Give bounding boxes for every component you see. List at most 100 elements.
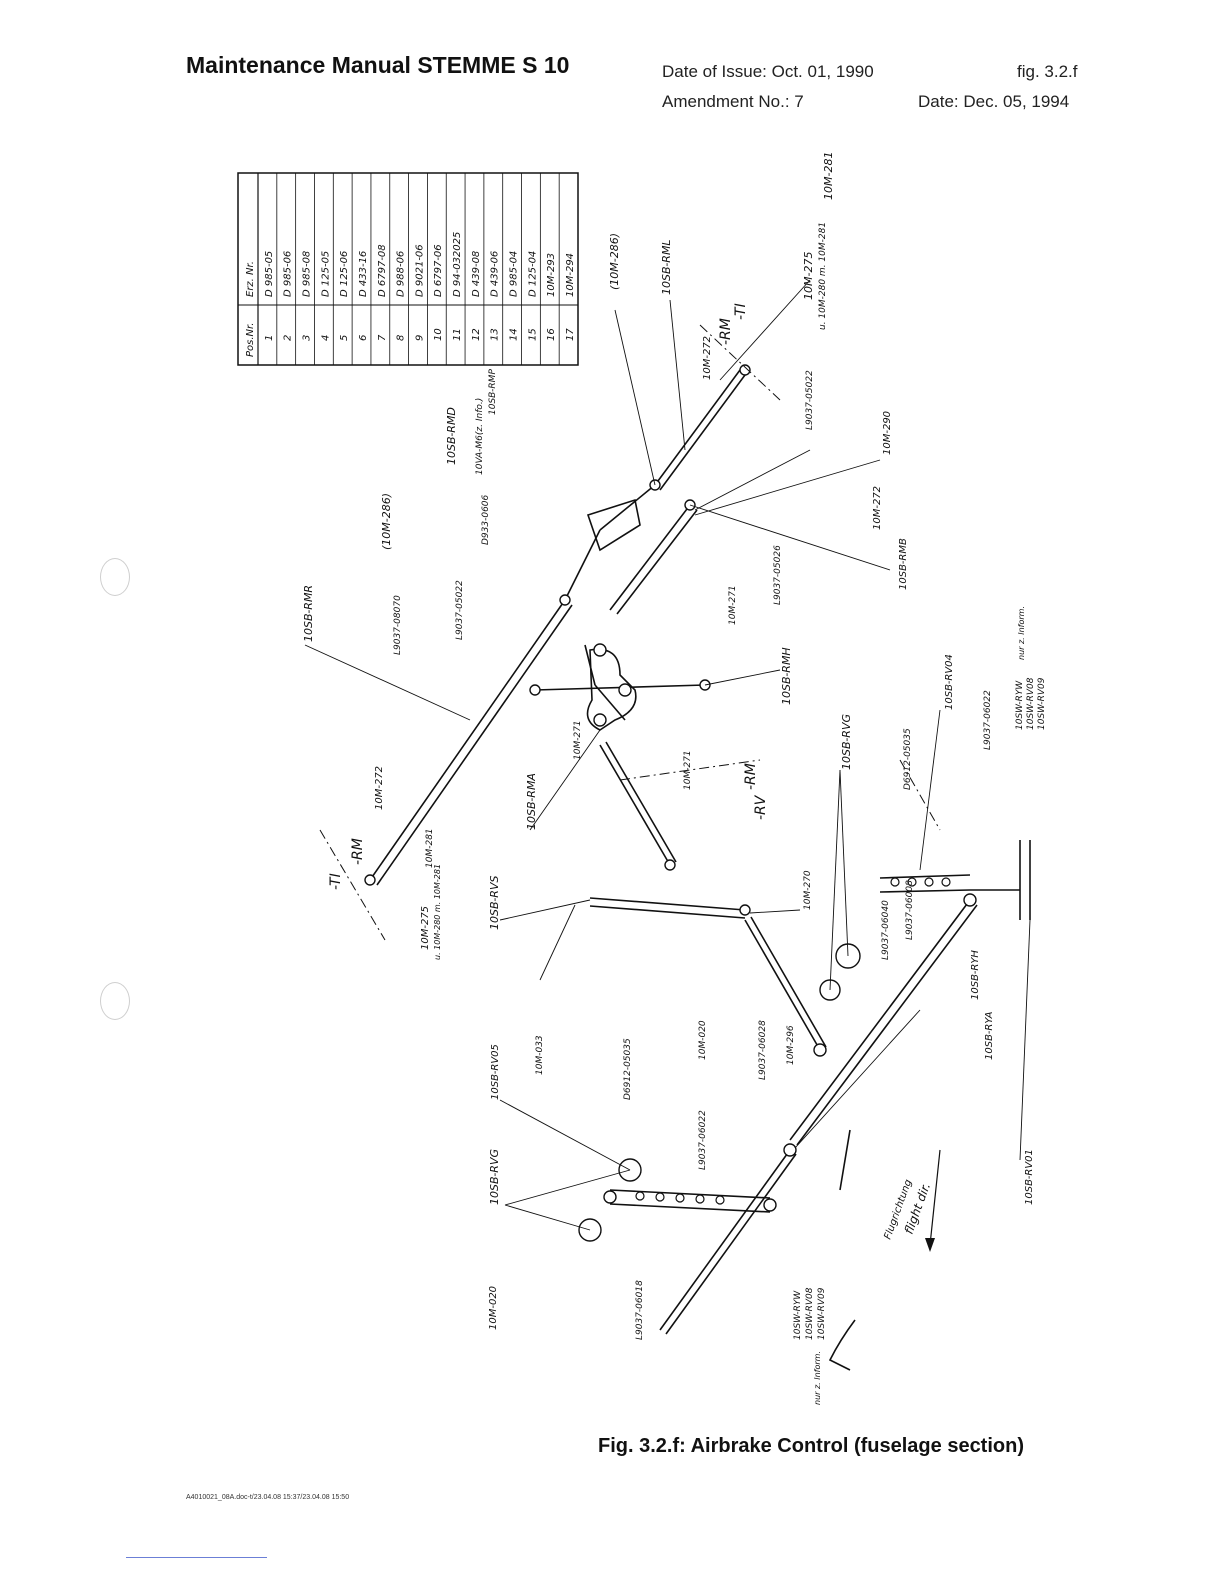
bellcranks: [586, 498, 856, 1371]
leader-lines: [304, 279, 1031, 1231]
label-info: 10VA-M6(z. Info.): [475, 398, 485, 475]
pivot-bolts: [364, 364, 977, 1242]
table-cell-part: D 439-08: [471, 251, 482, 297]
label-rml: 10SB-RML: [660, 239, 673, 295]
table-cell-pos: 6: [358, 335, 369, 341]
label-rv08: 10SW-RV08: [1026, 677, 1036, 730]
label-272top: 10M-272: [702, 336, 713, 380]
table-header-erz: Erz. Nr.: [245, 261, 256, 297]
label-271b: 10M-271: [573, 720, 583, 760]
label-280top: u. 10M-280 m. 10M-281: [818, 222, 828, 330]
label-271a: 10M-271: [728, 585, 738, 625]
label-033: 10M-033: [535, 1035, 545, 1075]
label-d6912a: D6912-05035: [903, 728, 913, 790]
label-nurz2: nur z. Inform.: [813, 1351, 822, 1405]
flight-direction-arrow: [925, 1149, 941, 1252]
label-rmd: 10SB-RMD: [445, 407, 458, 465]
table-cell-part: D 433-16: [358, 251, 369, 297]
label-rm2: -RM: [718, 318, 734, 345]
label-06028: L9037-06028: [758, 1020, 768, 1080]
label-275top: 10M-275: [802, 252, 815, 300]
label-06018: L9037-06018: [635, 1280, 645, 1340]
table-cell-part: D 439-06: [490, 251, 501, 297]
table-cell-part: D 94-032025: [452, 232, 463, 297]
table-cell-part: D 125-05: [320, 251, 331, 297]
center-lines: [319, 324, 941, 941]
table-cell-pos: 12: [471, 328, 482, 341]
table-cell-pos: 7: [377, 334, 388, 341]
label-ti2: -TI: [733, 303, 749, 320]
manual-title: Maintenance Manual STEMME S 10: [186, 52, 570, 78]
label-272left: 10M-272: [374, 766, 385, 810]
footnote-rule: [126, 1557, 267, 1558]
label-ti1: -TI: [328, 873, 344, 890]
label-06040: L9037-06040: [881, 900, 891, 960]
linkage-rods: [369, 369, 1031, 1335]
table-cell-pos: 4: [320, 335, 331, 341]
label-06008: L9037-06008: [905, 880, 915, 940]
table-cell-part: D 988-06: [396, 251, 407, 297]
label-rvg2: 10SB-RVG: [488, 1149, 501, 1205]
label-rv09b: 10SW-RV09: [817, 1287, 827, 1340]
label-nurz1: nur z. Inform.: [1017, 606, 1026, 660]
label-rmr: 10SB-RMR: [302, 585, 315, 642]
label-020b: 10M-020: [488, 1286, 499, 1330]
label-rv01: 10SB-RV01: [1024, 1149, 1035, 1205]
table-cell-part: D 125-06: [339, 251, 350, 297]
table-cell-part: 10M-293: [546, 253, 557, 297]
label-275left: 10M-275: [420, 906, 431, 950]
label-rv04: 10SB-RV04: [944, 654, 955, 710]
label-272mid: 10M-272: [872, 486, 883, 530]
label-l5022a: L9037-05022: [805, 370, 815, 430]
label-rmp: 10SB-RMP: [488, 369, 498, 415]
label-ryw2: 10SW-RYW: [793, 1290, 803, 1340]
label-286a: (10M-286): [380, 493, 393, 550]
table-cell-pos: 9: [414, 335, 425, 341]
label-d933: D933-0606: [481, 494, 491, 545]
table-cell-pos: 1: [264, 335, 275, 341]
label-296: 10M-296: [786, 1025, 796, 1065]
label-rv05: 10SB-RV05: [490, 1044, 501, 1100]
table-cell-pos: 10: [433, 328, 444, 341]
table-cell-pos: 13: [490, 328, 501, 341]
amendment-number: Amendment No.: 7: [662, 92, 804, 111]
label-rvs: 10SB-RVS: [488, 876, 501, 930]
table-cell-part: D 9021-06: [414, 244, 425, 297]
label-d6912b: D6912-05035: [623, 1038, 633, 1100]
table-cell-part: 10M-294: [565, 253, 576, 297]
label-rv09: 10SW-RV09: [1037, 677, 1047, 730]
figure-caption: Fig. 3.2.f: Airbrake Control (fuselage s…: [598, 1435, 1024, 1457]
label-281top: 10M-281: [822, 152, 835, 200]
washer-holes: [635, 877, 951, 1205]
table-cell-part: D 985-05: [264, 251, 275, 297]
label-ryw: 10SW-RYW: [1015, 680, 1025, 730]
label-290: 10M-290: [882, 411, 893, 455]
table-cell-pos: 11: [452, 328, 463, 341]
label-rm1: -RM: [350, 838, 366, 865]
label-rma: 10SB-RMA: [525, 773, 538, 830]
label-l6022a: L9037-06022: [983, 690, 993, 750]
label-l5022b: L9037-05022: [455, 580, 465, 640]
table-cell-pos: 3: [301, 335, 312, 341]
label-286b: (10M-286): [608, 233, 621, 290]
label-280left: u. 10M-280 m. 10M-281: [433, 864, 442, 960]
table-cell-pos: 16: [546, 328, 557, 341]
label-rm3: -RM: [743, 763, 759, 790]
table-cell-part: D 6797-08: [377, 244, 388, 297]
table-header-pos: Pos.Nr.: [245, 323, 256, 357]
issue-date: Date of Issue: Oct. 01, 1990: [662, 62, 874, 81]
table-cell-pos: 15: [527, 328, 538, 341]
label-rvg: 10SB-RVG: [840, 714, 853, 770]
label-l8070: L9037-08070: [393, 595, 403, 655]
amendment-date: Date: Dec. 05, 1994: [918, 92, 1070, 111]
label-rya: 10SB-RYA: [984, 1011, 995, 1060]
table-cell-pos: 17: [565, 328, 576, 341]
table-cell-pos: 5: [339, 335, 350, 341]
label-rv08b: 10SW-RV08: [805, 1287, 815, 1340]
table-cell-part: D 125-04: [527, 251, 538, 297]
label-270: 10M-270: [803, 870, 813, 910]
label-020a: 10M-020: [698, 1020, 708, 1060]
label-rv: -RV: [753, 794, 769, 820]
